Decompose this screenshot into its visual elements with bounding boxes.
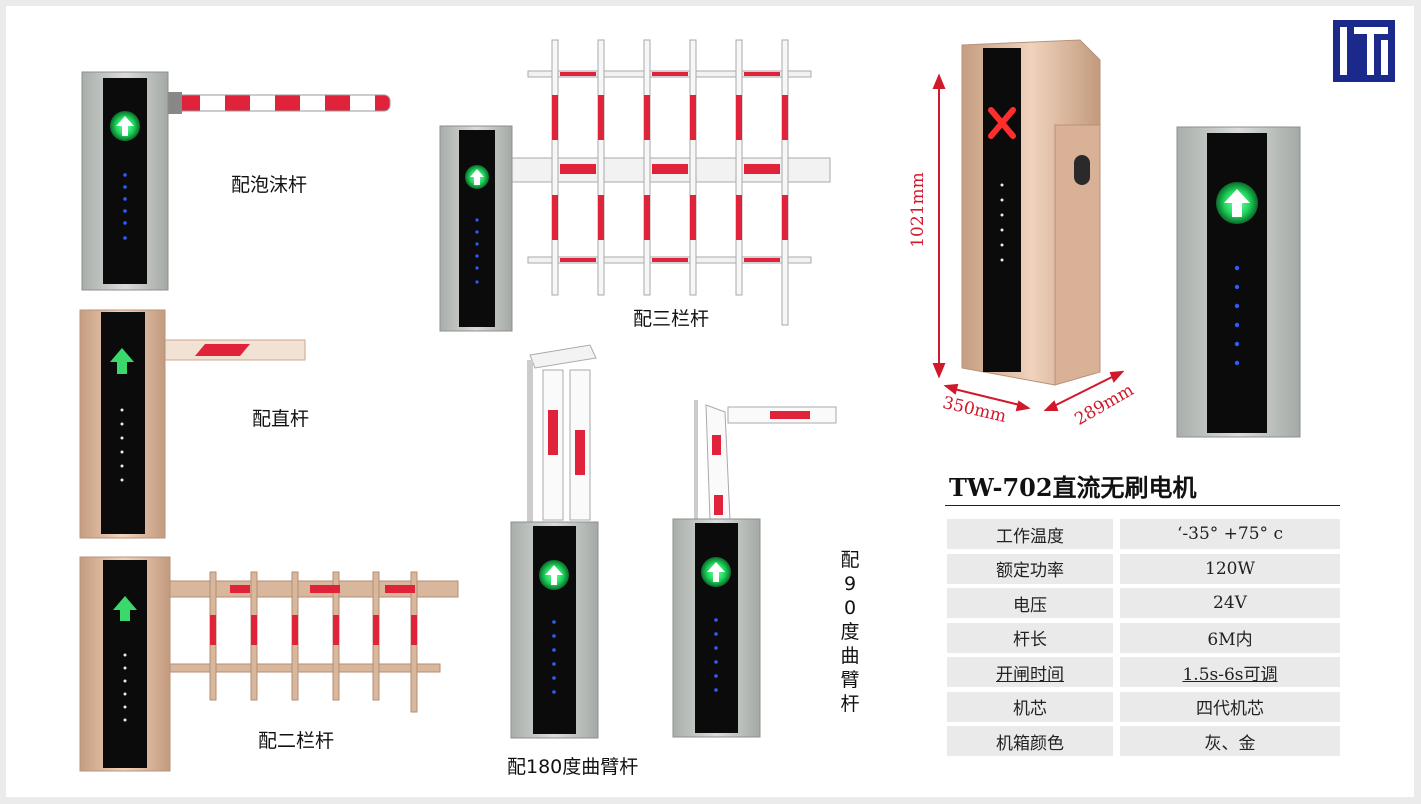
arrow-up-icon — [110, 348, 134, 374]
caption-three-bar: 配三栏杆 — [633, 308, 710, 330]
barrier-curve-180-image — [510, 344, 599, 739]
spec-value: 四代机芯 — [1120, 691, 1340, 722]
dimension-height-label: 1021mm — [907, 172, 928, 248]
spec-label: 额定功率 — [947, 553, 1113, 584]
spec-table: 工作温度 ‘-35° +75° c 额定功率 120W 电压 24V 杆长 6M… — [947, 519, 1340, 761]
spec-label: 杆长 — [947, 622, 1113, 653]
spec-row: 杆长 6M内 — [947, 622, 1340, 653]
spec-value: 灰、金 — [1120, 726, 1340, 756]
spec-row: 工作温度 ‘-35° +75° c — [947, 519, 1340, 549]
spec-value-text: 1.5s-6s可调 — [1182, 664, 1278, 685]
spec-label-text: 开闸时间 — [996, 664, 1064, 685]
spec-label: 工作温度 — [947, 519, 1113, 549]
spec-row: 开闸时间 1.5s-6s可调 — [947, 657, 1340, 687]
barrier-two-bar-image — [79, 556, 459, 772]
spec-label: 电压 — [947, 588, 1113, 618]
spec-value: ‘-35° +75° c — [1120, 519, 1340, 549]
spec-value: 120W — [1120, 553, 1340, 584]
barrier-curve-90-image — [672, 400, 837, 738]
spec-label: 机芯 — [947, 691, 1113, 722]
barrier-three-bar-image — [439, 39, 831, 332]
barrier-foam-image — [81, 71, 391, 291]
caption-two-bar: 配二栏杆 — [258, 730, 335, 752]
spec-value: 1.5s-6s可调 — [1120, 657, 1340, 687]
spec-label: 机箱颜色 — [947, 726, 1113, 756]
spec-row: 机箱颜色 灰、金 — [947, 726, 1340, 756]
spec-row: 额定功率 120W — [947, 553, 1340, 584]
spec-value: 24V — [1120, 588, 1340, 618]
spec-label: 开闸时间 — [947, 657, 1113, 687]
caption-curve-90: 配90度曲臂杆 — [840, 549, 860, 715]
caption-curve-180: 配180度曲臂杆 — [507, 756, 639, 778]
arrow-up-icon — [113, 596, 137, 621]
cabinet-gold-dimension-image — [932, 39, 1125, 412]
caption-foam-bar: 配泡沫杆 — [231, 174, 308, 196]
cabinet-gray-image — [1176, 126, 1301, 438]
x-mark-icon — [988, 107, 1016, 139]
spec-value: 6M内 — [1120, 622, 1340, 653]
model-title: TW-702直流无刷电机 — [945, 470, 1340, 506]
barrier-straight-image — [79, 309, 306, 539]
logo-icon — [1333, 20, 1395, 82]
spec-row: 机芯 四代机芯 — [947, 691, 1340, 722]
caption-straight-bar: 配直杆 — [252, 408, 310, 430]
spec-row: 电压 24V — [947, 588, 1340, 618]
